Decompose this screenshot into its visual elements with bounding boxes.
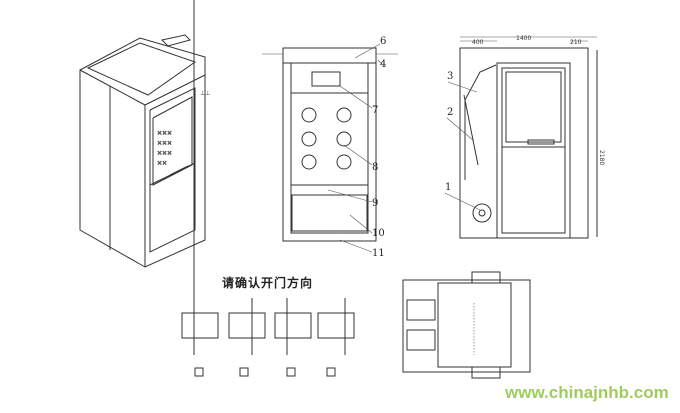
callout-4: 4 (380, 59, 386, 70)
callout-6: 6 (380, 36, 386, 47)
callout-10: 10 (372, 228, 385, 239)
side-elevation-view: 1400 400 210 2180 3 2 1 (444, 35, 605, 239)
callout-2: 2 (447, 107, 453, 118)
isometric-view: ✕✕✕ ✕✕✕ ✕✕✕ ✕✕ ⊥⊥ (79, 34, 210, 268)
svg-text:✕✕✕: ✕✕✕ (157, 150, 172, 157)
callout-1: 1 (445, 182, 451, 193)
callout-7: 7 (372, 105, 378, 116)
svg-text:⊥⊥: ⊥⊥ (200, 90, 210, 97)
callout-8: 8 (372, 162, 378, 173)
option-checkbox-1[interactable] (194, 367, 204, 377)
callout-11: 11 (372, 248, 385, 259)
callout-9: 9 (372, 198, 378, 209)
dim-height: 2180 (598, 150, 605, 165)
svg-text:✕✕✕: ✕✕✕ (157, 130, 172, 137)
dim-total-width: 1400 (516, 35, 531, 42)
dim-right-offset: 210 (570, 39, 582, 46)
option-checkbox-4[interactable] (326, 367, 336, 377)
svg-text:✕✕: ✕✕ (157, 160, 167, 167)
callout-3: 3 (447, 71, 453, 82)
front-section-view: 6 4 7 8 9 10 11 (262, 36, 398, 259)
door-direction-title: 请确认开门方向 (222, 276, 314, 290)
watermark: www.chinajnhb.com (505, 383, 669, 402)
svg-text:✕✕✕: ✕✕✕ (157, 140, 172, 147)
plan-view (402, 271, 531, 379)
dim-left-offset: 400 (472, 39, 484, 46)
option-checkbox-2[interactable] (239, 367, 249, 377)
option-checkbox-3[interactable] (286, 367, 296, 377)
door-direction-options (181, 0, 355, 377)
